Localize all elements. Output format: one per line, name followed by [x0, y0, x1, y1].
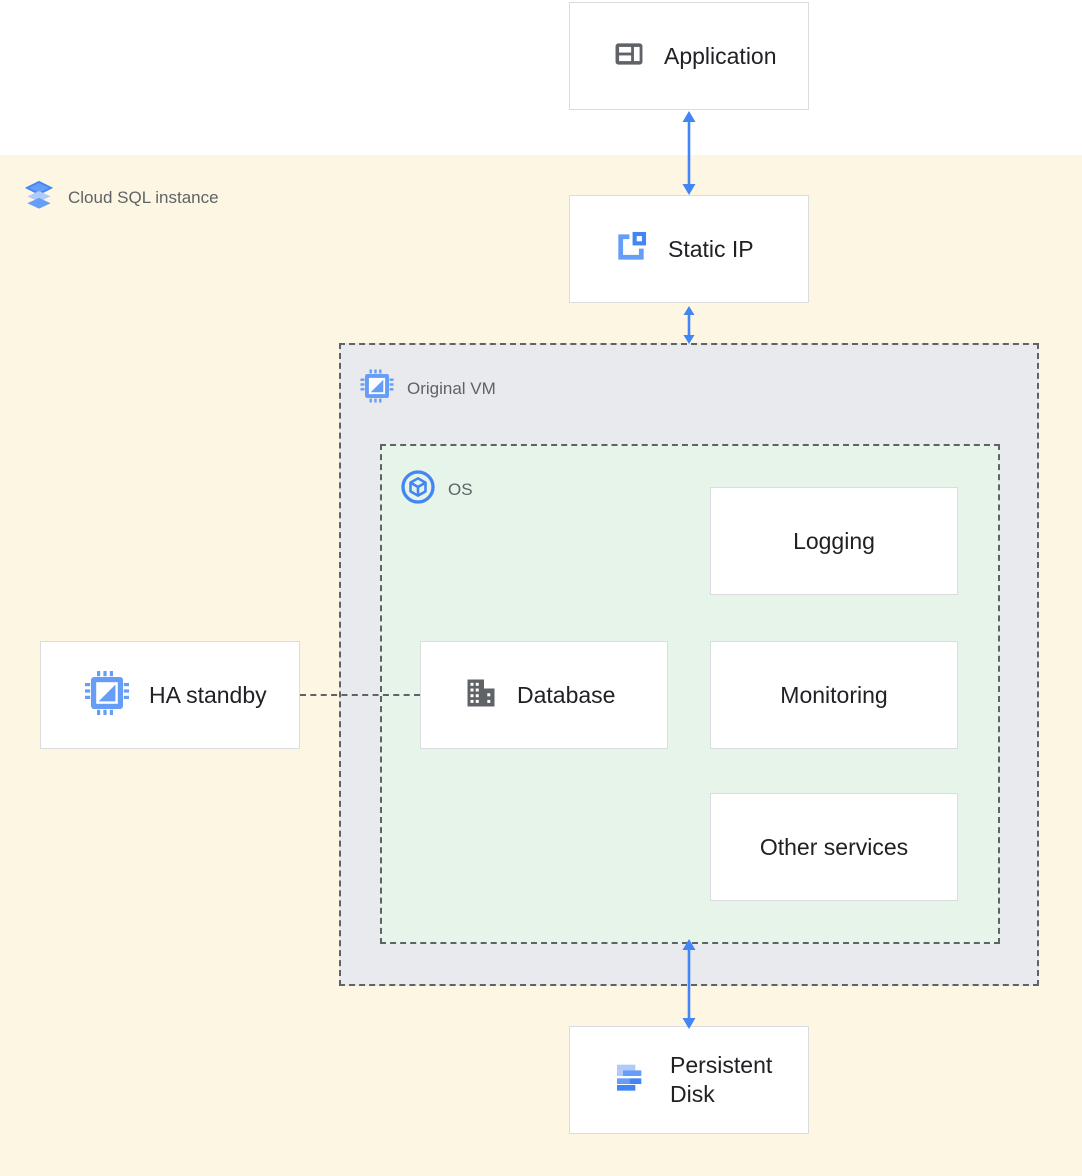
os-cube-circle-icon: [400, 469, 436, 510]
node-label-database: Database: [517, 681, 616, 708]
region-header-original-vm: Original VM: [359, 368, 496, 409]
cloud-sql-stacked-layers-icon: [22, 178, 56, 217]
node-label-ha-standby: HA standby: [149, 681, 267, 708]
node-static-ip[interactable]: Static IP: [569, 195, 809, 303]
node-label-persistent-disk: Persistent Disk: [670, 1051, 773, 1107]
persistent-disk-icon: [612, 1058, 652, 1103]
connector-static-ip-to-original-vm: [674, 305, 704, 345]
node-application[interactable]: Application: [569, 2, 809, 110]
static-ip-icon: [612, 228, 650, 271]
cpu-chip-icon: [83, 669, 131, 722]
node-ha-standby[interactable]: HA standby: [40, 641, 300, 749]
region-label-original-vm: Original VM: [407, 378, 496, 398]
node-monitoring[interactable]: Monitoring: [710, 641, 958, 749]
node-other-services[interactable]: Other services: [710, 793, 958, 901]
cpu-chip-icon: [359, 368, 395, 409]
node-label-other-services: Other services: [759, 833, 909, 860]
connector-os-to-persistent-disk: [674, 938, 704, 1030]
node-label-monitoring: Monitoring: [780, 681, 888, 708]
connector-application-to-static-ip: [674, 110, 704, 196]
region-label-os: OS: [448, 479, 473, 499]
region-header-cloud-sql-instance: Cloud SQL instance: [22, 178, 219, 217]
node-persistent-disk[interactable]: Persistent Disk: [569, 1026, 809, 1134]
region-header-os: OS: [400, 469, 473, 510]
application-window-icon: [612, 37, 646, 76]
node-label-application: Application: [664, 42, 777, 69]
node-label-static-ip: Static IP: [668, 235, 754, 262]
node-label-logging: Logging: [793, 527, 875, 554]
node-logging[interactable]: Logging: [710, 487, 958, 595]
region-label-cloud-sql-instance: Cloud SQL instance: [68, 187, 219, 207]
connector-ha-standby-to-database: [300, 694, 420, 698]
database-building-icon: [463, 675, 499, 716]
node-database[interactable]: Database: [420, 641, 668, 749]
